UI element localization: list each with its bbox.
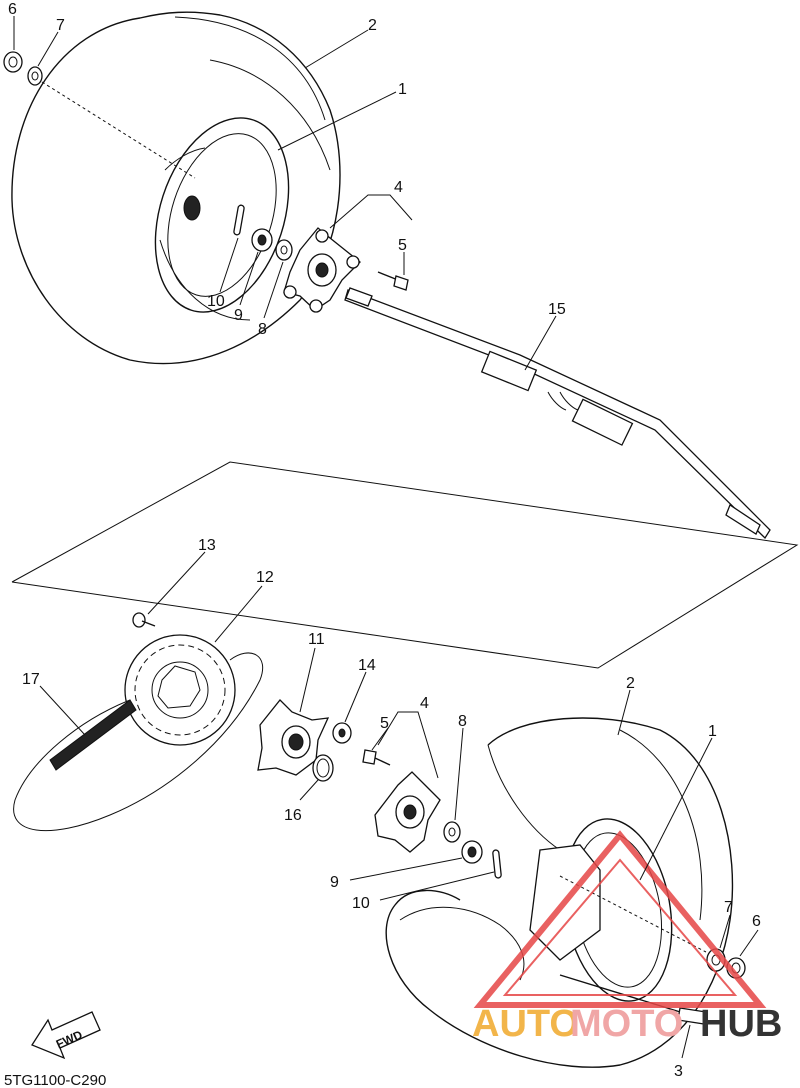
washer-8-top bbox=[275, 239, 293, 261]
watermark-text-hub: HUB bbox=[700, 1003, 782, 1045]
callout-9: 9 bbox=[234, 307, 243, 324]
callout-numbers: 6 7 2 1 4 5 10 9 8 15 13 12 17 11 14 16 … bbox=[8, 1, 761, 1080]
bolt-13 bbox=[132, 612, 156, 628]
nut-14 bbox=[332, 722, 352, 744]
washer-7-top bbox=[27, 66, 43, 86]
assembly-line bbox=[41, 81, 196, 179]
fwd-arrow: FWD bbox=[31, 1011, 101, 1060]
callout-11: 11 bbox=[308, 631, 325, 648]
cotter-pin-10-bottom bbox=[492, 849, 502, 879]
assembly-frame bbox=[11, 461, 799, 669]
callout-15: 15 bbox=[548, 301, 566, 318]
callout-2: 2 bbox=[368, 17, 377, 34]
stud-bolt-5-top bbox=[377, 271, 409, 291]
leader-lines bbox=[13, 16, 759, 1059]
rear-axle-15 bbox=[344, 287, 771, 540]
hub-4-top bbox=[283, 227, 361, 313]
top-wheel bbox=[11, 11, 341, 365]
stud-bolt-5-bottom bbox=[362, 749, 391, 766]
sprocket-hub-11 bbox=[257, 699, 330, 776]
nut-6-top bbox=[3, 51, 23, 73]
callout-17: 17 bbox=[22, 671, 40, 688]
callout-6: 6 bbox=[8, 1, 17, 18]
callout-8-bottom: 8 bbox=[458, 713, 467, 730]
callout-6-bottom: 6 bbox=[752, 913, 761, 930]
callout-1-bottom: 1 bbox=[708, 723, 717, 740]
watermark-text-moto: MOTO bbox=[570, 1003, 683, 1045]
callout-7: 7 bbox=[56, 17, 65, 34]
callout-5-bottom: 5 bbox=[380, 715, 389, 732]
watermark-text-auto: AUTO bbox=[472, 1003, 579, 1045]
callout-3: 3 bbox=[674, 1063, 683, 1080]
cotter-pin-10-top bbox=[233, 204, 245, 236]
hub-4-bottom bbox=[374, 771, 441, 853]
callout-12: 12 bbox=[256, 569, 274, 586]
callout-16: 16 bbox=[284, 807, 302, 824]
callout-7-bottom: 7 bbox=[724, 899, 733, 916]
callout-8: 8 bbox=[258, 321, 267, 338]
castle-nut-9-bottom bbox=[461, 840, 483, 864]
diagram-code: 5TG1100-C290 bbox=[4, 1072, 106, 1088]
callout-4-bottom: 4 bbox=[420, 695, 429, 712]
callout-2-bottom: 2 bbox=[626, 675, 635, 692]
sprocket-12 bbox=[124, 634, 236, 746]
callout-9-bottom: 9 bbox=[330, 874, 339, 891]
drive-chain-17 bbox=[13, 652, 264, 832]
circlip-16 bbox=[312, 754, 334, 782]
callout-5: 5 bbox=[398, 237, 407, 254]
callout-10: 10 bbox=[207, 293, 225, 310]
callout-10-bottom: 10 bbox=[352, 895, 370, 912]
watermark-logo bbox=[473, 830, 767, 1008]
callout-4: 4 bbox=[394, 179, 403, 196]
callout-14: 14 bbox=[358, 657, 376, 674]
callout-1: 1 bbox=[398, 81, 407, 98]
callout-13: 13 bbox=[198, 537, 216, 554]
washer-8-bottom bbox=[443, 821, 461, 843]
castle-nut-9-top bbox=[251, 228, 273, 252]
